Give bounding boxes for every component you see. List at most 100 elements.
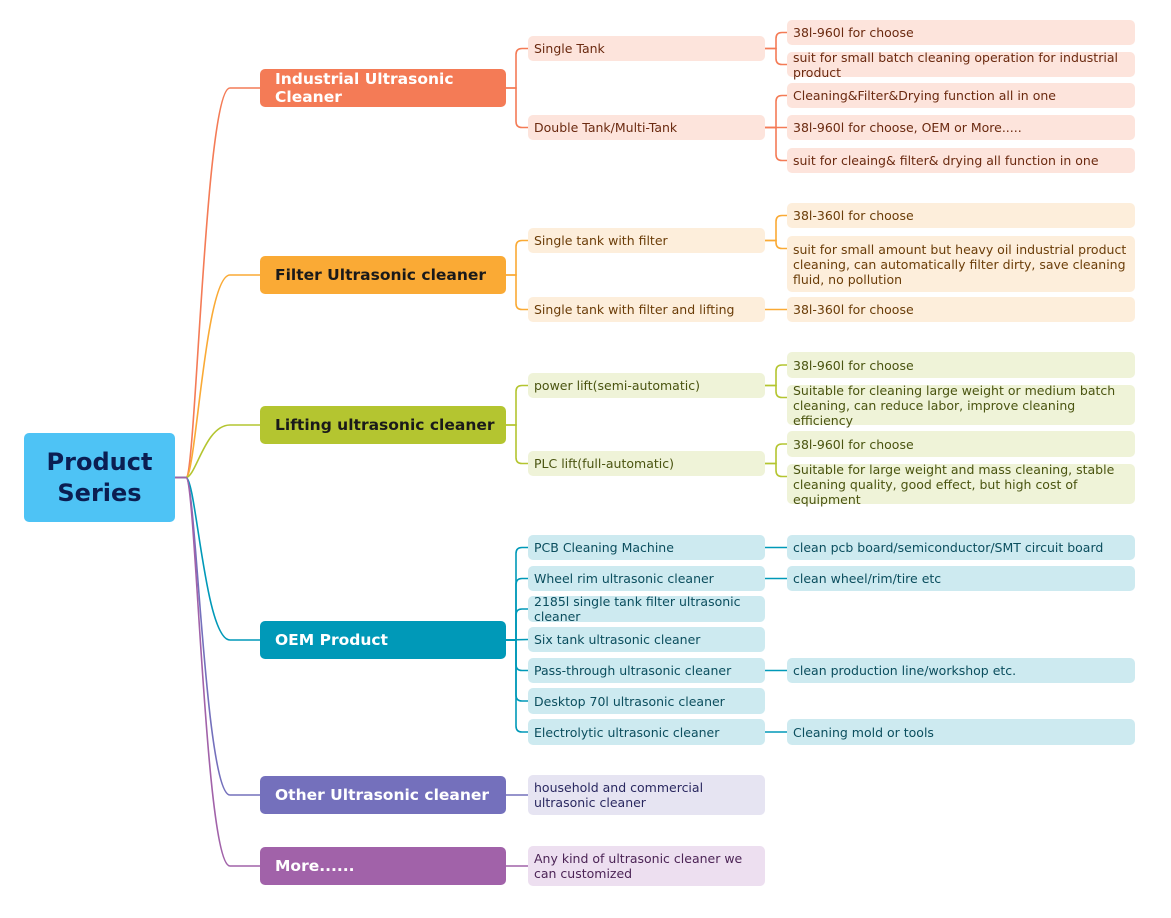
leaf-node-lifting-0-0-label: 38l-960l for choose — [793, 357, 914, 373]
connector-industrial-1-leaf-0 — [765, 94, 787, 129]
branch-industrial[interactable]: Industrial Ultrasonic Cleaner — [260, 69, 506, 107]
leaf-node-industrial-1-1[interactable]: 38l-960l for choose, OEM or More..... — [787, 115, 1135, 140]
leaf-node-lifting-0-1-label: Suitable for cleaning large weight or me… — [793, 382, 1116, 428]
sub-node-oem-5-label: Desktop 70l ultrasonic cleaner — [534, 693, 725, 709]
leaf-node-industrial-0-1-label: suit for small batch cleaning operation … — [793, 49, 1118, 80]
connector-root-lifting — [175, 424, 260, 479]
sub-node-oem-2[interactable]: 2185l single tank filter ultrasonic clea… — [528, 594, 765, 624]
sub-node-industrial-0-label: Single Tank — [534, 41, 605, 56]
sub-node-oem-5[interactable]: Desktop 70l ultrasonic cleaner — [528, 688, 765, 714]
connector-lifting-1-leaf-1 — [765, 462, 787, 478]
sub-node-other-0-label: household and commercial ultrasonic clea… — [534, 780, 704, 810]
connector-industrial-sub-0 — [506, 47, 528, 89]
leaf-node-filter-0-0[interactable]: 38l-360l for choose — [787, 203, 1135, 228]
leaf-node-lifting-1-0[interactable]: 38l-960l for choose — [787, 431, 1135, 457]
branch-other-label: Other Ultrasonic cleaner — [275, 786, 490, 804]
branch-lifting[interactable]: Lifting ultrasonic cleaner — [260, 406, 506, 444]
sub-node-industrial-1-label: Double Tank/Multi-Tank — [534, 120, 678, 135]
sub-node-lifting-0[interactable]: power lift(semi-automatic) — [528, 373, 765, 398]
leaf-node-industrial-0-1[interactable]: suit for small batch cleaning operation … — [787, 49, 1135, 80]
branch-lifting-label: Lifting ultrasonic cleaner — [275, 416, 495, 434]
leaf-node-filter-0-1-label: suit for small amount but heavy oil indu… — [793, 241, 1127, 287]
leaf-node-industrial-1-0[interactable]: Cleaning&Filter&Drying function all in o… — [787, 83, 1135, 108]
sub-node-lifting-0-label: power lift(semi-automatic) — [534, 378, 700, 393]
root-node-label: Product Series — [46, 447, 153, 507]
leaf-node-lifting-0-0[interactable]: 38l-960l for choose — [787, 352, 1135, 378]
connector-root-filter — [175, 274, 260, 479]
sub-node-oem-0-label: PCB Cleaning Machine — [534, 540, 674, 555]
connector-oem-sub-1 — [506, 577, 528, 641]
branch-filter[interactable]: Filter Ultrasonic cleaner — [260, 256, 506, 294]
leaf-node-filter-1-0[interactable]: 38l-360l for choose — [787, 297, 1135, 322]
connector-oem-sub-2 — [506, 608, 528, 641]
leaf-node-industrial-1-1-label: 38l-960l for choose, OEM or More..... — [793, 120, 1022, 135]
leaf-node-industrial-1-0-label: Cleaning&Filter&Drying function all in o… — [793, 88, 1056, 103]
branch-filter-label: Filter Ultrasonic cleaner — [275, 266, 487, 284]
leaf-node-oem-1-0-label: clean wheel/rim/tire etc — [793, 571, 942, 586]
connector-oem-sub-6 — [506, 639, 528, 733]
leaf-node-oem-1-0[interactable]: clean wheel/rim/tire etc — [787, 566, 1135, 591]
sub-node-more-0[interactable]: Any kind of ultrasonic cleaner we can cu… — [528, 846, 765, 886]
connector-industrial-1-leaf-2 — [765, 126, 787, 162]
connector-root-more — [175, 476, 260, 867]
connector-oem-sub-4 — [506, 639, 528, 672]
branch-industrial-label: Industrial Ultrasonic Cleaner — [275, 70, 454, 106]
connector-lifting-0-leaf-0 — [765, 364, 787, 387]
connector-industrial-sub-1 — [506, 87, 528, 129]
connector-lifting-1-leaf-0 — [765, 443, 787, 465]
leaf-node-oem-6-0[interactable]: Cleaning mold or tools — [787, 719, 1135, 745]
leaf-node-industrial-1-2[interactable]: suit for cleaing& filter& drying all fun… — [787, 148, 1135, 173]
sub-node-filter-1-label: Single tank with filter and lifting — [534, 302, 735, 317]
sub-node-oem-4-label: Pass-through ultrasonic cleaner — [534, 663, 732, 678]
leaf-node-lifting-1-1-label: Suitable for large weight and mass clean… — [793, 461, 1115, 507]
connector-root-industrial — [175, 87, 260, 479]
sub-node-filter-0-label: Single tank with filter — [534, 233, 668, 248]
sub-node-oem-3[interactable]: Six tank ultrasonic cleaner — [528, 627, 765, 652]
leaf-node-filter-1-0-label: 38l-360l for choose — [793, 302, 914, 317]
sub-node-lifting-1-label: PLC lift(full-automatic) — [534, 456, 674, 471]
sub-node-oem-1-label: Wheel rim ultrasonic cleaner — [534, 571, 714, 586]
leaf-node-oem-0-0[interactable]: clean pcb board/semiconductor/SMT circui… — [787, 535, 1135, 560]
branch-more[interactable]: More...... — [260, 847, 506, 885]
sub-node-oem-1[interactable]: Wheel rim ultrasonic cleaner — [528, 566, 765, 591]
sub-node-industrial-0[interactable]: Single Tank — [528, 36, 765, 61]
connector-lifting-sub-1 — [506, 424, 528, 465]
connector-root-other — [175, 476, 260, 796]
leaf-node-industrial-0-0-label: 38l-960l for choose — [793, 25, 914, 40]
branch-oem[interactable]: OEM Product — [260, 621, 506, 659]
leaf-node-filter-0-1[interactable]: suit for small amount but heavy oil indu… — [787, 236, 1135, 292]
leaf-node-lifting-1-1[interactable]: Suitable for large weight and mass clean… — [787, 461, 1135, 507]
connector-filter-0-leaf-0 — [765, 214, 787, 242]
branch-other[interactable]: Other Ultrasonic cleaner — [260, 776, 506, 814]
sub-node-oem-4[interactable]: Pass-through ultrasonic cleaner — [528, 658, 765, 683]
sub-node-filter-0[interactable]: Single tank with filter — [528, 228, 765, 253]
sub-node-oem-6[interactable]: Electrolytic ultrasonic cleaner — [528, 719, 765, 745]
sub-node-oem-2-label: 2185l single tank filter ultrasonic clea… — [534, 594, 741, 624]
sub-node-oem-6-label: Electrolytic ultrasonic cleaner — [534, 724, 720, 740]
sub-node-lifting-1[interactable]: PLC lift(full-automatic) — [528, 451, 765, 476]
leaf-node-lifting-1-0-label: 38l-960l for choose — [793, 436, 914, 452]
sub-node-oem-0[interactable]: PCB Cleaning Machine — [528, 535, 765, 560]
leaf-node-oem-4-0-label: clean production line/workshop etc. — [793, 663, 1017, 678]
branch-oem-label: OEM Product — [275, 631, 388, 649]
connector-root-oem — [175, 476, 260, 641]
leaf-node-oem-6-0-label: Cleaning mold or tools — [793, 724, 934, 740]
connector-filter-0-leaf-1 — [765, 239, 787, 250]
sub-node-filter-1[interactable]: Single tank with filter and lifting — [528, 297, 765, 322]
sub-node-more-0-label: Any kind of ultrasonic cleaner we can cu… — [534, 851, 743, 881]
leaf-node-industrial-1-2-label: suit for cleaing& filter& drying all fun… — [793, 153, 1099, 168]
connector-lifting-0-leaf-1 — [765, 384, 787, 399]
root-node[interactable]: Product Series — [24, 433, 175, 522]
leaf-node-oem-4-0[interactable]: clean production line/workshop etc. — [787, 658, 1135, 683]
leaf-node-oem-0-0-label: clean pcb board/semiconductor/SMT circui… — [793, 540, 1104, 555]
branch-more-label: More...... — [275, 857, 355, 875]
leaf-node-industrial-0-0[interactable]: 38l-960l for choose — [787, 20, 1135, 45]
connector-industrial-0-leaf-0 — [765, 31, 787, 50]
sub-node-industrial-1[interactable]: Double Tank/Multi-Tank — [528, 115, 765, 140]
connector-filter-sub-1 — [506, 274, 528, 311]
leaf-node-lifting-0-1[interactable]: Suitable for cleaning large weight or me… — [787, 382, 1135, 428]
sub-node-other-0[interactable]: household and commercial ultrasonic clea… — [528, 775, 765, 815]
connector-lifting-sub-0 — [506, 384, 528, 426]
sub-node-oem-3-label: Six tank ultrasonic cleaner — [534, 632, 701, 647]
